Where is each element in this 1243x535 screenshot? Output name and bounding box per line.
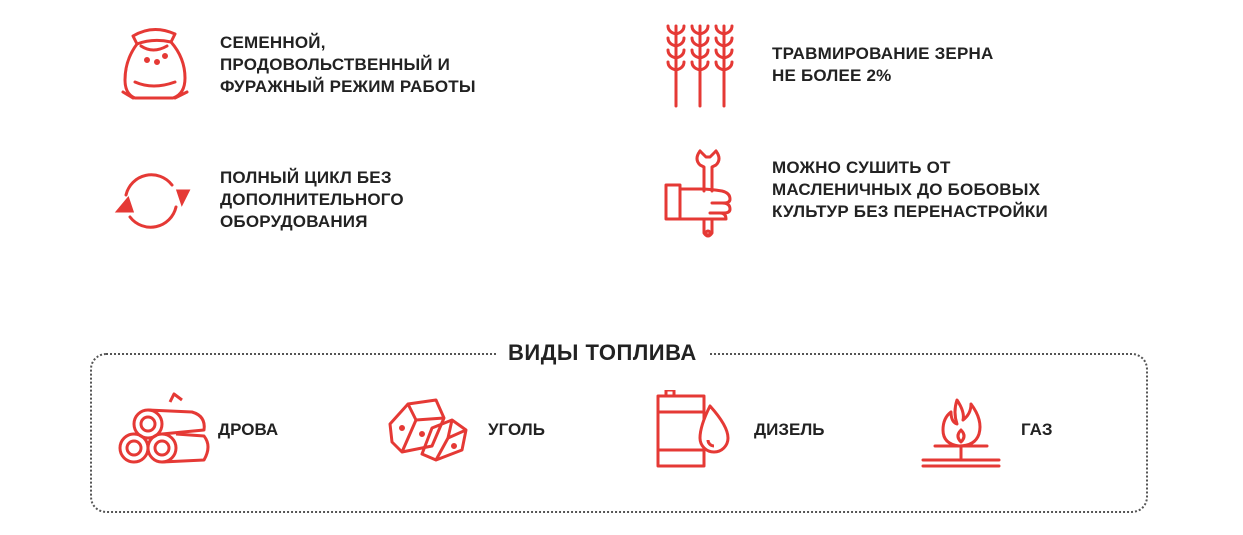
wheat-icon xyxy=(660,20,740,110)
coal-icon xyxy=(382,390,482,470)
diesel-barrel-icon xyxy=(648,390,748,470)
feature-text: МОЖНО СУШИТЬ ОТ МАСЛЕНИЧНЫХ ДО БОБОВЫХ К… xyxy=(772,158,1048,221)
fuel-item-diesel: ДИЗЕЛЬ xyxy=(648,390,824,470)
fuel-item-gas: ГАЗ xyxy=(915,390,1053,470)
fuel-section-title: ВИДЫ ТОПЛИВА xyxy=(496,340,709,366)
fuel-label: ДРОВА xyxy=(218,420,279,439)
feature-no-reconfig: МОЖНО СУШИТЬ ОТ МАСЛЕНИЧНЫХ ДО БОБОВЫХ К… xyxy=(660,145,1048,235)
feature-text: ТРАВМИРОВАНИЕ ЗЕРНА НЕ БОЛЕЕ 2% xyxy=(772,44,994,85)
feature-grain-damage: ТРАВМИРОВАНИЕ ЗЕРНА НЕ БОЛЕЕ 2% xyxy=(660,20,993,110)
fuel-item-firewood: ДРОВА xyxy=(112,390,278,470)
feature-grain-modes: СЕМЕННОЙ, ПРОДОВОЛЬСТВЕННЫЙ И ФУРАЖНЫЙ Р… xyxy=(113,20,476,110)
fuel-label: ГАЗ xyxy=(1021,420,1053,439)
fuel-label: ДИЗЕЛЬ xyxy=(754,420,825,439)
feature-text: ПОЛНЫЙ ЦИКЛ БЕЗ ДОПОЛНИТЕЛЬНОГО ОБОРУДОВ… xyxy=(220,168,404,231)
cycle-arrows-icon xyxy=(108,155,188,245)
feature-full-cycle: ПОЛНЫЙ ЦИКЛ БЕЗ ДОПОЛНИТЕЛЬНОГО ОБОРУДОВ… xyxy=(108,155,404,245)
hand-wrench-icon xyxy=(660,145,740,235)
firewood-icon xyxy=(112,390,212,470)
grain-sack-icon xyxy=(113,20,193,110)
gas-flame-icon xyxy=(915,390,1015,470)
feature-text: СЕМЕННОЙ, ПРОДОВОЛЬСТВЕННЫЙ И ФУРАЖНЫЙ Р… xyxy=(220,33,476,96)
fuel-label: УГОЛЬ xyxy=(488,420,545,439)
fuel-item-coal: УГОЛЬ xyxy=(382,390,545,470)
